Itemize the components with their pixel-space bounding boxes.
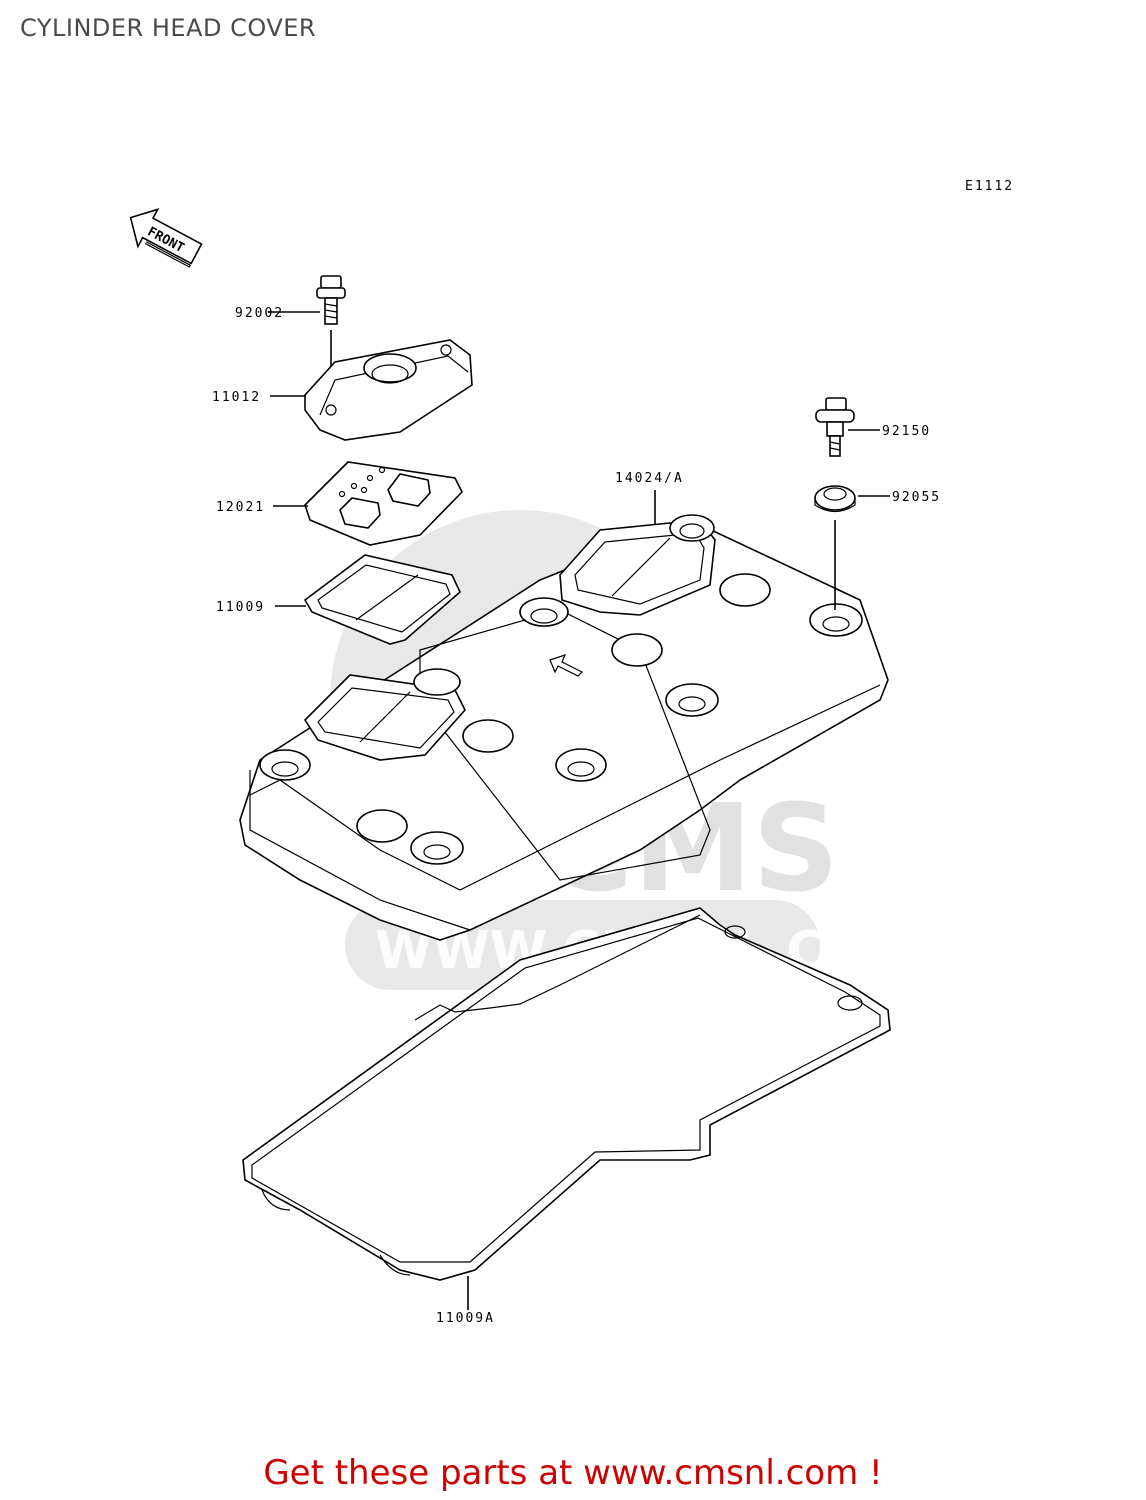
breather-cover-11012 <box>304 339 473 441</box>
plate-12021 <box>304 461 463 546</box>
part-label-14024a: 14024/A <box>615 471 684 486</box>
grommet-92055-icon <box>814 485 856 513</box>
part-label-11012: 11012 <box>212 390 261 405</box>
bolt-92150-icon <box>815 397 855 457</box>
part-label-11009: 11009 <box>216 600 265 615</box>
part-label-92055: 92055 <box>892 490 941 505</box>
part-label-11009a: 11009A <box>436 1311 495 1326</box>
diagram-code: E1112 <box>965 179 1014 194</box>
part-label-12021: 12021 <box>216 500 265 515</box>
part-label-92002: 92002 <box>235 306 284 321</box>
gasket-11009 <box>303 554 461 645</box>
part-label-92150: 92150 <box>882 424 931 439</box>
cylinder-head-cover-14024 <box>239 514 889 941</box>
page-title: CYLINDER HEAD COVER <box>20 14 317 42</box>
gasket-11009a <box>242 907 891 1281</box>
footer-link[interactable]: Get these parts at www.cmsnl.com ! <box>263 1453 883 1493</box>
front-arrow-icon: FRONT <box>129 208 203 268</box>
bolt-92002-icon <box>316 275 346 325</box>
